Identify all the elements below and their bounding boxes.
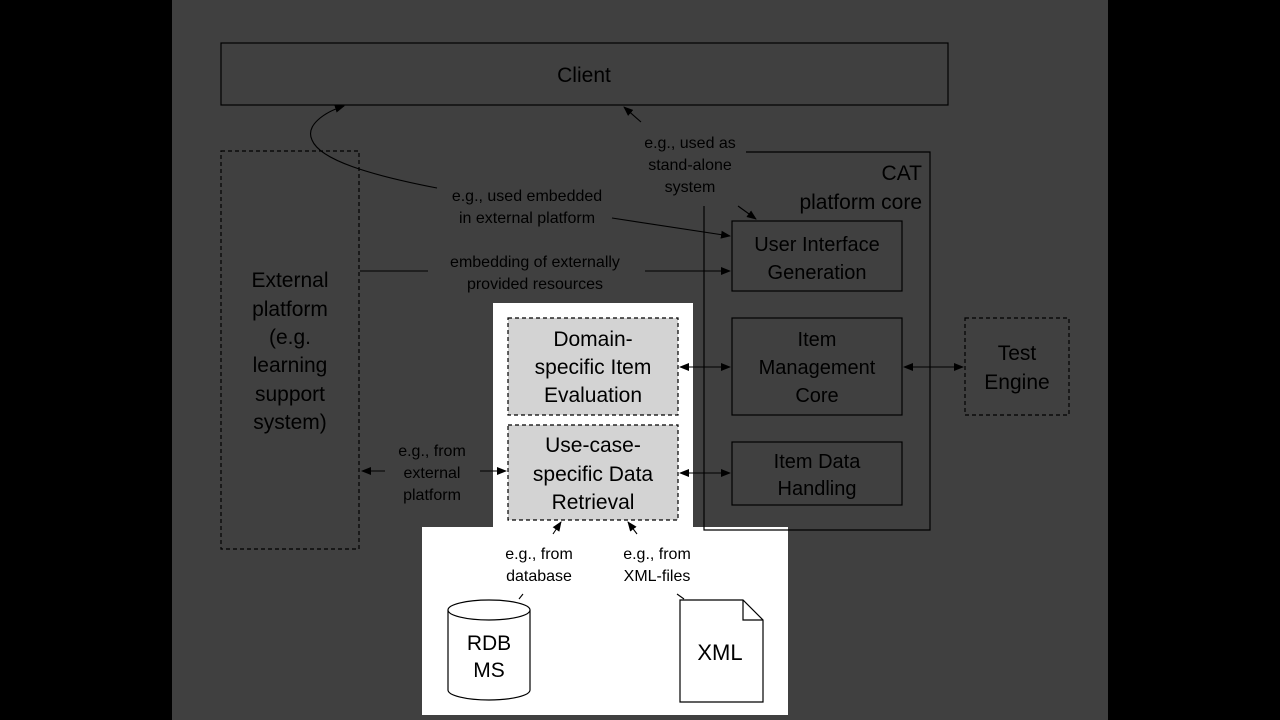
svg-text:e.g., from: e.g., from bbox=[623, 546, 691, 563]
arrow-to-client bbox=[623, 106, 642, 123]
svg-text:Item Data: Item Data bbox=[774, 451, 862, 473]
svg-text:Retrieval: Retrieval bbox=[552, 491, 635, 514]
client-box: Client bbox=[220, 42, 949, 106]
svg-text:User Interface: User Interface bbox=[754, 234, 880, 256]
cat-core-title: CAT platform core bbox=[799, 162, 922, 214]
svg-text:external: external bbox=[404, 465, 461, 482]
item-management-box: Item Management Core bbox=[731, 317, 903, 416]
svg-text:Core: Core bbox=[795, 385, 838, 407]
svg-text:platform: platform bbox=[252, 298, 328, 321]
svg-text:XML-files: XML-files bbox=[624, 568, 691, 585]
svg-text:support: support bbox=[255, 383, 325, 406]
tick-database bbox=[518, 593, 524, 600]
item-data-box: Item Data Handling bbox=[731, 441, 903, 506]
svg-text:RDB: RDB bbox=[467, 632, 511, 655]
svg-text:learning: learning bbox=[253, 354, 328, 377]
svg-text:e.g., used as: e.g., used as bbox=[644, 135, 736, 152]
svg-text:MS: MS bbox=[473, 659, 505, 682]
svg-text:Engine: Engine bbox=[984, 371, 1049, 394]
svg-text:XML: XML bbox=[697, 640, 742, 665]
svg-text:Generation: Generation bbox=[768, 262, 867, 284]
svg-text:Handling: Handling bbox=[778, 478, 857, 500]
label-from-xml: e.g., from XML-files bbox=[623, 546, 691, 585]
svg-text:specific Item: specific Item bbox=[535, 356, 652, 379]
arrow-embedded-ui bbox=[611, 217, 731, 239]
svg-text:platform: platform bbox=[403, 487, 461, 504]
svg-text:Domain-: Domain- bbox=[553, 328, 632, 351]
svg-text:e.g., used embedded: e.g., used embedded bbox=[452, 188, 602, 205]
connectors bbox=[310, 104, 964, 600]
client-label: Client bbox=[557, 64, 611, 87]
architecture-diagram: Client CAT platform core User Interface … bbox=[220, 42, 1070, 715]
external-platform-box: External platform (e.g. learning support… bbox=[220, 150, 360, 550]
svg-text:Test: Test bbox=[998, 342, 1037, 365]
curve-embedded-to-client bbox=[310, 104, 438, 189]
svg-text:Evaluation: Evaluation bbox=[544, 384, 642, 407]
cat-core-container bbox=[703, 151, 931, 531]
svg-text:(e.g.: (e.g. bbox=[269, 326, 311, 349]
svg-text:in external platform: in external platform bbox=[459, 210, 595, 227]
svg-text:e.g., from: e.g., from bbox=[505, 546, 573, 563]
svg-text:Use-case-: Use-case- bbox=[545, 434, 641, 457]
ui-generation-box: User Interface Generation bbox=[731, 220, 903, 292]
svg-text:database: database bbox=[506, 568, 572, 585]
arrow-database-retrieval bbox=[552, 521, 562, 535]
label-from-database: e.g., from database bbox=[505, 546, 573, 585]
label-standalone: e.g., used as stand-alone system bbox=[644, 135, 736, 196]
svg-text:e.g., from: e.g., from bbox=[398, 443, 466, 460]
svg-text:Management: Management bbox=[759, 357, 876, 379]
svg-text:system): system) bbox=[253, 411, 327, 434]
arrow-xml-retrieval bbox=[627, 521, 638, 535]
svg-text:stand-alone: stand-alone bbox=[648, 157, 732, 174]
svg-text:provided resources: provided resources bbox=[467, 276, 603, 293]
label-embedded: e.g., used embedded in external platform bbox=[452, 188, 602, 227]
xml-document-icon: XML bbox=[679, 599, 764, 703]
slide: Client CAT platform core User Interface … bbox=[172, 0, 1108, 720]
svg-text:platform core: platform core bbox=[799, 191, 922, 214]
label-embedding: embedding of externally provided resourc… bbox=[450, 254, 620, 293]
svg-text:specific Data: specific Data bbox=[533, 463, 654, 486]
svg-text:system: system bbox=[665, 179, 716, 196]
svg-text:embedding of externally: embedding of externally bbox=[450, 254, 620, 271]
label-from-external: e.g., from external platform bbox=[398, 443, 466, 504]
svg-text:Item: Item bbox=[798, 329, 837, 351]
rdbms-cylinder: RDB MS bbox=[447, 599, 531, 701]
test-engine-box: Test Engine bbox=[964, 317, 1070, 416]
data-retrieval-box: Use-case- specific Data Retrieval bbox=[507, 424, 679, 521]
svg-text:CAT: CAT bbox=[882, 162, 923, 185]
arrow-standalone-ui bbox=[737, 205, 757, 220]
svg-text:External: External bbox=[251, 269, 328, 292]
domain-evaluation-box: Domain- specific Item Evaluation bbox=[507, 317, 679, 416]
tick-xml bbox=[676, 593, 685, 600]
